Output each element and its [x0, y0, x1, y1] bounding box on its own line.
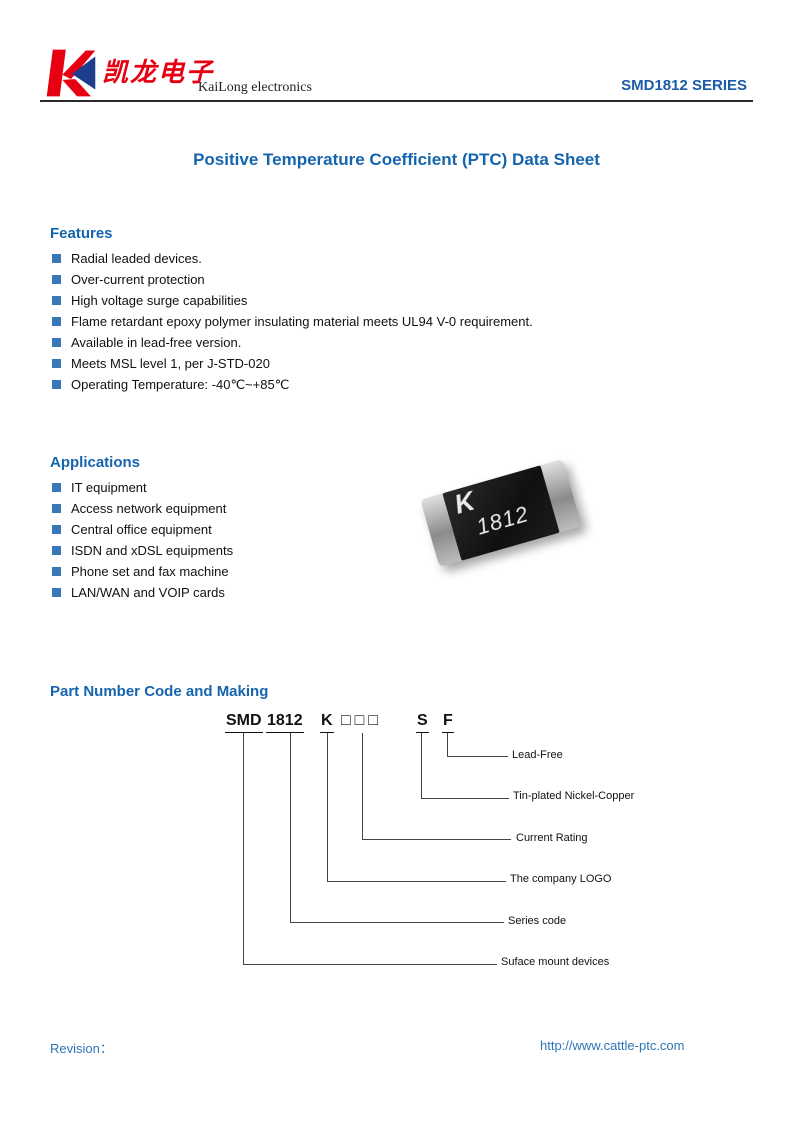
company-logo-icon: [46, 49, 96, 97]
application-item: Phone set and fax machine: [50, 565, 430, 578]
applications-heading: Applications: [50, 454, 141, 471]
feature-text: Operating Temperature: -40℃~+85℃: [71, 377, 290, 392]
header: 凯龙电子 KaiLong electronics SMD1812 SERIES: [40, 46, 753, 102]
callout-line-current: [362, 733, 511, 840]
part-number-heading: Part Number Code and Making: [50, 683, 269, 700]
square-bullet-icon: [52, 483, 61, 492]
feature-item: Flame retardant epoxy polymer insulating…: [50, 315, 710, 328]
square-bullet-icon: [52, 254, 61, 263]
features-list: Radial leaded devices. Over-current prot…: [50, 252, 710, 391]
application-text: Phone set and fax machine: [71, 564, 229, 579]
page-title: Positive Temperature Coefficient (PTC) D…: [193, 150, 600, 169]
feature-item: Radial leaded devices.: [50, 252, 710, 265]
application-item: Central office equipment: [50, 523, 430, 536]
square-bullet-icon: [52, 546, 61, 555]
company-name-chinese: 凯龙电子: [102, 57, 215, 87]
part-segment-series: 1812: [266, 712, 304, 733]
company-name-english: KaiLong electronics: [198, 80, 312, 95]
square-bullet-icon: [52, 588, 61, 597]
feature-item: High voltage surge capabilities: [50, 294, 710, 307]
feature-text: Meets MSL level 1, per J-STD-020: [71, 356, 270, 371]
series-label: SMD1812 SERIES: [621, 77, 747, 94]
callout-line-series: [290, 733, 504, 923]
application-item: ISDN and xDSL equipments: [50, 544, 430, 557]
feature-item: Meets MSL level 1, per J-STD-020: [50, 357, 710, 370]
application-item: Access network equipment: [50, 502, 430, 515]
applications-list: IT equipment Access network equipment Ce…: [50, 481, 430, 599]
callout-label-leadfree: Lead-Free: [512, 749, 563, 761]
application-item: IT equipment: [50, 481, 430, 494]
application-text: LAN/WAN and VOIP cards: [71, 585, 225, 600]
square-bullet-icon: [52, 359, 61, 368]
feature-text: Over-current protection: [71, 272, 205, 287]
feature-item: Over-current protection: [50, 273, 710, 286]
square-bullet-icon: [52, 275, 61, 284]
square-bullet-icon: [52, 296, 61, 305]
part-segment-boxes: □□□: [341, 712, 382, 729]
feature-text: Radial leaded devices.: [71, 251, 202, 266]
features-heading: Features: [50, 225, 113, 242]
square-bullet-icon: [52, 567, 61, 576]
square-bullet-icon: [52, 338, 61, 347]
feature-text: Available in lead-free version.: [71, 335, 242, 350]
callout-line-logo: [327, 733, 506, 882]
chip-body: K 1812: [442, 465, 560, 561]
application-item: LAN/WAN and VOIP cards: [50, 586, 430, 599]
application-text: IT equipment: [71, 480, 147, 495]
features-section: Features Radial leaded devices. Over-cur…: [50, 225, 710, 399]
part-segment-smd: SMD: [225, 712, 263, 733]
application-text: Central office equipment: [71, 522, 212, 537]
product-image: K 1812: [420, 458, 582, 568]
callout-line-plating: [421, 733, 509, 799]
website-link[interactable]: http://www.cattle-ptc.com: [540, 1038, 685, 1053]
callout-label-plating: Tin-plated Nickel-Copper: [513, 790, 635, 802]
feature-item: Available in lead-free version.: [50, 336, 710, 349]
square-bullet-icon: [52, 380, 61, 389]
callout-line-leadfree: [447, 733, 508, 757]
feature-text: High voltage surge capabilities: [71, 293, 248, 308]
applications-section: Applications IT equipment Access network…: [50, 454, 430, 607]
chip-marking-size: 1812: [473, 501, 532, 540]
callout-label-current: Current Rating: [516, 832, 588, 844]
revision-label: Revision：: [50, 1041, 113, 1056]
application-text: Access network equipment: [71, 501, 227, 516]
callout-label-series: Series code: [508, 915, 567, 927]
square-bullet-icon: [52, 525, 61, 534]
callout-line-smd: [243, 733, 497, 965]
feature-text: Flame retardant epoxy polymer insulating…: [71, 314, 533, 329]
square-bullet-icon: [52, 504, 61, 513]
callout-label-smd: Suface mount devices: [501, 956, 610, 968]
square-bullet-icon: [52, 317, 61, 326]
part-segment-logo: K: [320, 712, 334, 733]
callout-label-logo: The company LOGO: [510, 873, 612, 885]
application-text: ISDN and xDSL equipments: [71, 543, 234, 558]
feature-item: Operating Temperature: -40℃~+85℃: [50, 378, 710, 391]
part-segment-plating: S: [416, 712, 429, 733]
part-segment-leadfree: F: [442, 712, 454, 733]
